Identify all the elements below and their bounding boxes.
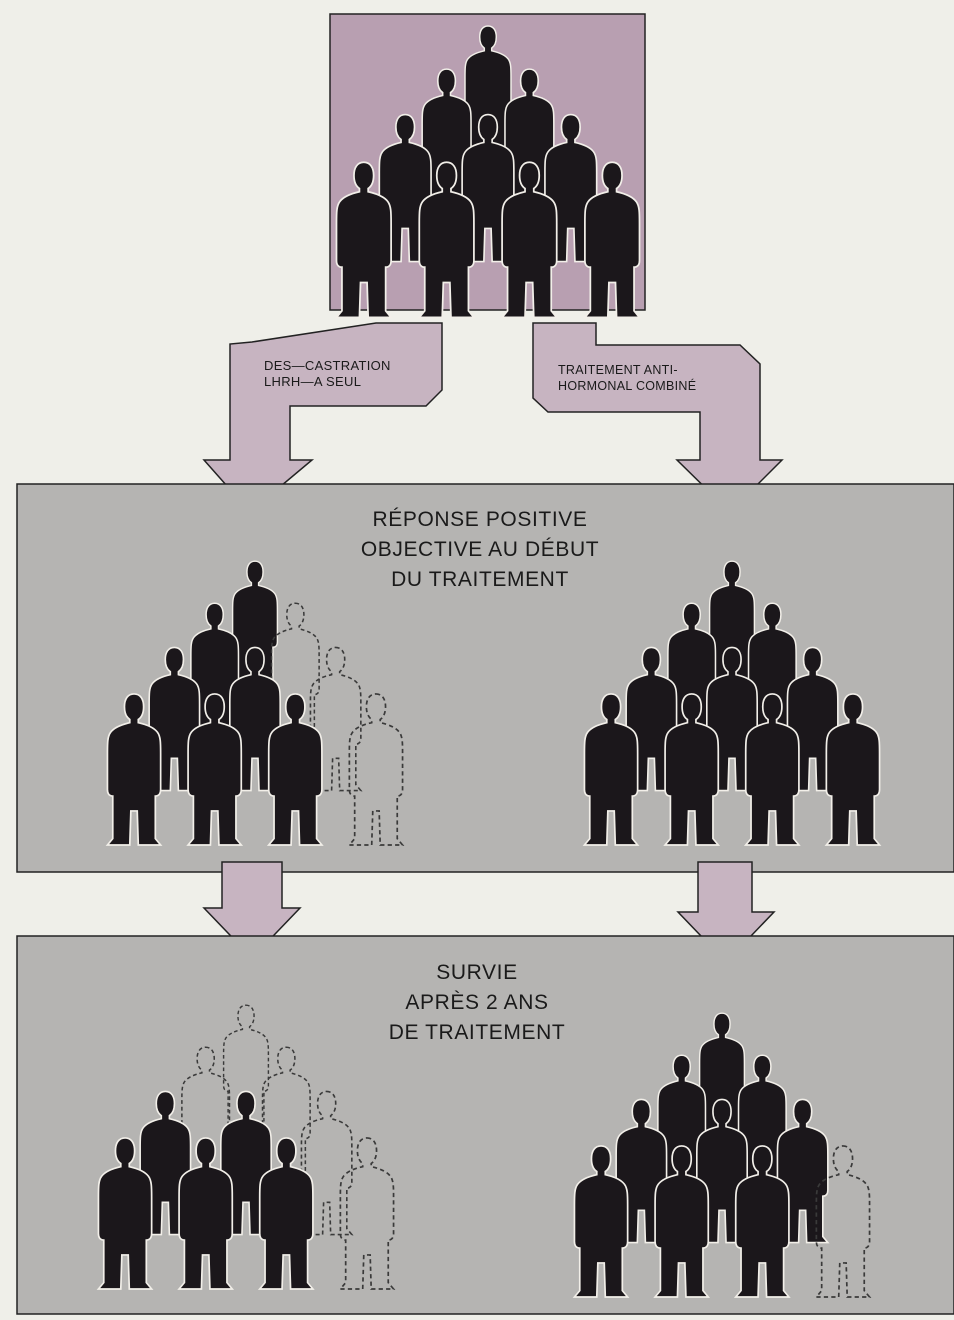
stage1-title-line2: OBJECTIVE AU DÉBUT [360,538,600,561]
stage2-title-line3: DE TRAITEMENT [388,1021,566,1044]
right-arrow-label-line2: HORMONAL COMBINÉ [558,379,697,393]
left-arrow-label-line2: LHRH—A SEUL [264,374,362,389]
stage1-title-line3: DU TRAITEMENT [391,568,569,591]
stage2-title-line1: SURVIE [436,961,518,984]
stage2-title-line2: APRÈS 2 ANS [405,991,549,1014]
right-arrow-label: TRAITEMENT ANTI- HORMONAL COMBINÉ [558,362,696,394]
left-arrow-label-line1: DES—CASTRATION [264,358,391,373]
stage2-title: SURVIE APRÈS 2 ANS DE TRAITEMENT [287,958,667,1048]
stage1-title-line1: RÉPONSE POSITIVE [372,508,588,531]
left-arrow-label: DES—CASTRATION LHRH—A SEUL [264,358,391,390]
left-treatment-arrow [202,322,443,514]
right-arrow-label-line1: TRAITEMENT ANTI- [558,363,678,377]
stage1-left-down-arrow [202,861,302,960]
stage1-title: RÉPONSE POSITIVE OBJECTIVE AU DÉBUT DU T… [290,505,670,595]
